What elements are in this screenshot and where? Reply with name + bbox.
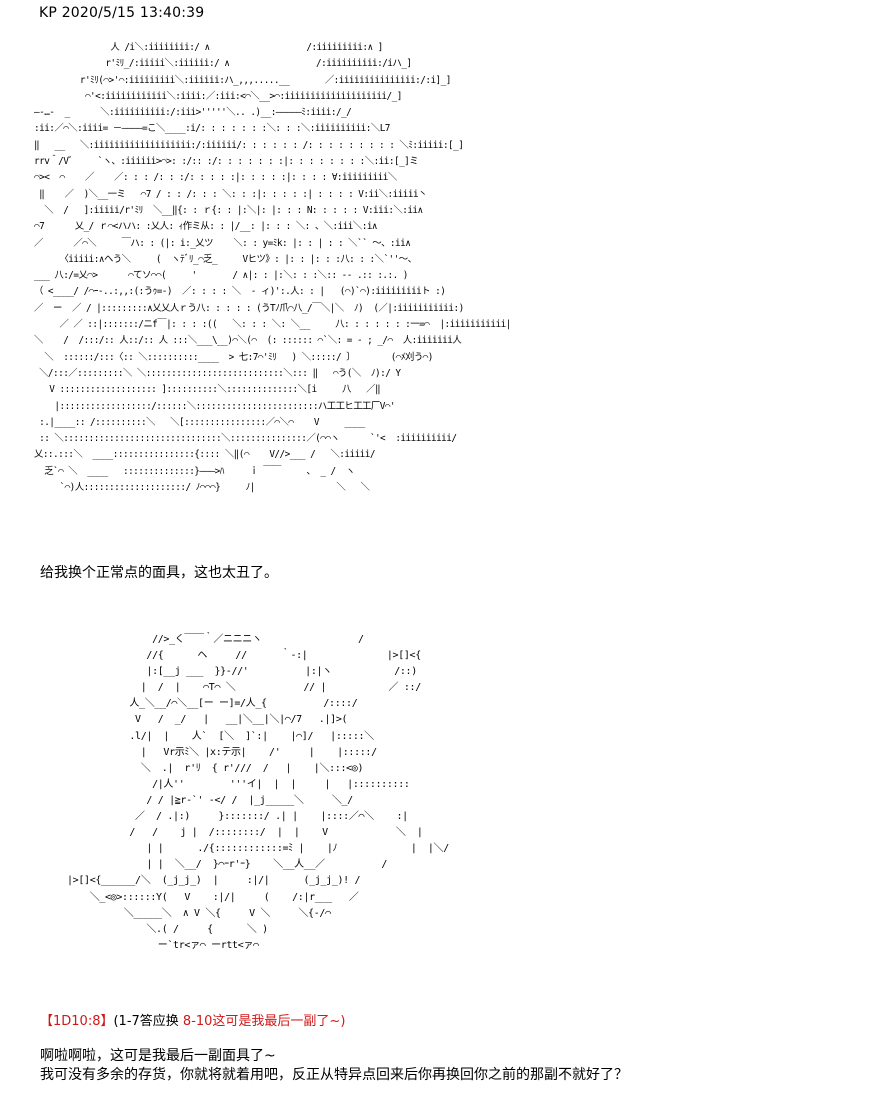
dialogue-line-4: 我可没有多余的存货，你就将就着用吧，反正从特异点回来后你再换回你之前的那副不就好…	[40, 1067, 628, 1083]
dice-roll-tag: 【1D10:8】	[40, 1014, 114, 1029]
dialogue-line-1: 给我换个正常点的面具，这也太丑了。	[40, 565, 278, 581]
dice-roll-rule: (1-7答应换	[113, 1014, 183, 1029]
post-timestamp: 2020/5/15 13:40:39	[61, 5, 205, 21]
dice-roll-result: 8-10这可是我最后一副了~)	[182, 1014, 346, 1029]
author-name: KP	[39, 5, 58, 21]
ascii-art-bottom: //>_く￣￣｀／ニニニヽ / //{ ヘ // ｀-:| |>[]<{ |:[…	[67, 634, 449, 951]
dice-roll-line: 【1D10:8】(1-7答应换 8-10这可是我最后一副了~)	[40, 1013, 345, 1031]
dialogue-line-3: 啊啦啊啦，这可是我最后一副面具了~	[40, 1048, 276, 1064]
ascii-art-top: 人 /i＼:iiiiiiii:/ ∧ /:iiiiiiiii:∧ ] r'ﾐﾘ_…	[34, 42, 511, 494]
post-header: KP 2020/5/15 13:40:39	[39, 5, 204, 21]
